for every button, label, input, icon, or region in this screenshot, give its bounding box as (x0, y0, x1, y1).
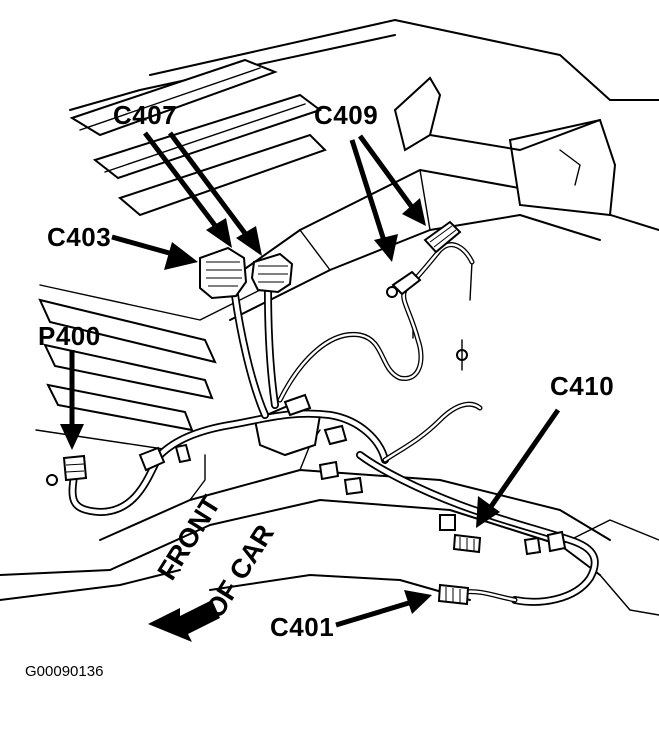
connector-c401-body (437, 583, 470, 606)
callout-c410: C410 (550, 371, 614, 401)
connector-c407-body (250, 252, 294, 294)
arrow-c403 (111, 234, 198, 270)
connector-p400-body (62, 454, 88, 482)
of-car-label: OF CAR (200, 520, 280, 624)
figure-id: G00090136 (25, 663, 103, 680)
front-label: FRONT (152, 490, 227, 585)
arrow-c409-to-upper (357, 134, 426, 226)
connector-c409-upper-body (423, 220, 462, 254)
arrow-c407-to-c403-side (143, 131, 232, 248)
arrow-p400 (60, 350, 84, 450)
connector-c410-body (452, 533, 482, 554)
connector-c409-lower-body (386, 270, 422, 298)
connector-c403-body (199, 246, 248, 300)
arrow-c401 (335, 590, 432, 628)
callout-p400: P400 (38, 321, 101, 351)
arrow-c407-to-connector (167, 131, 262, 256)
arrow-c410 (476, 408, 561, 528)
front-direction-arrow-icon (148, 600, 220, 642)
callout-c407: C407 (113, 100, 177, 130)
callout-c401: C401 (270, 612, 334, 642)
callout-c409: C409 (314, 100, 378, 130)
wiring-harness (68, 242, 599, 606)
callout-c403: C403 (47, 222, 111, 252)
arrow-c409-to-lower (349, 139, 398, 262)
